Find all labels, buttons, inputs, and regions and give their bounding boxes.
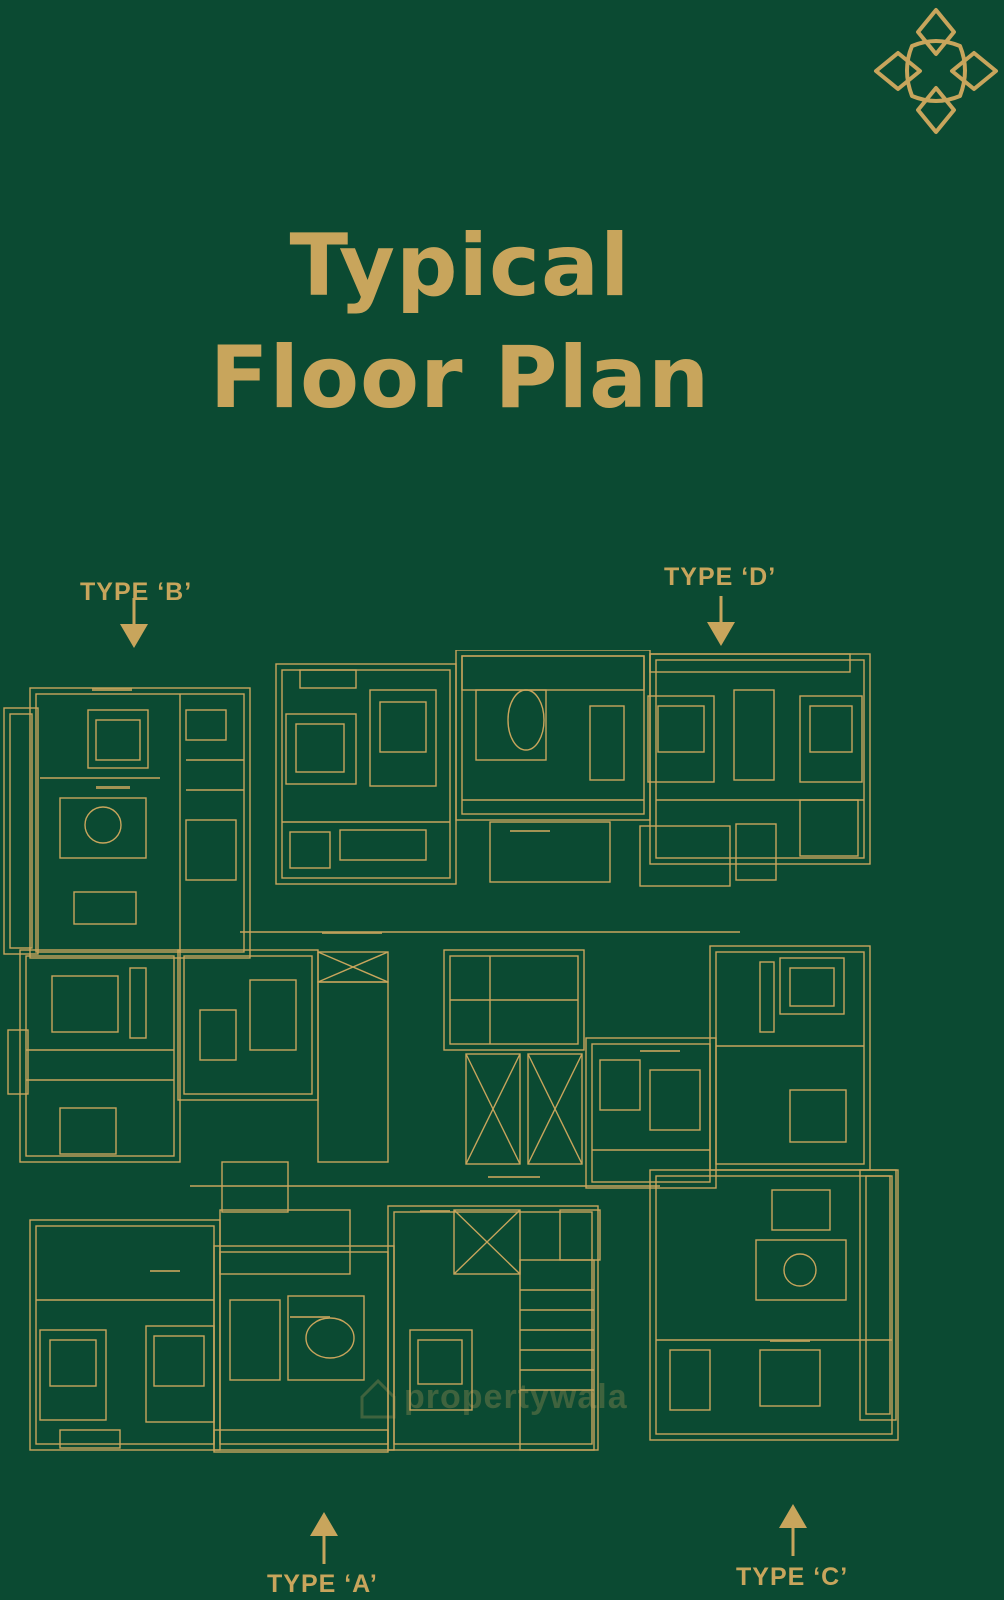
type-d-arrow-icon xyxy=(707,596,735,646)
unit-upper-middle-left xyxy=(275,663,457,885)
unit-type-d xyxy=(639,653,871,887)
watermark-text: propertywala xyxy=(404,1378,628,1416)
type-c-arrow-icon xyxy=(779,1504,807,1556)
type-a-label: TYPE ‘A’ xyxy=(267,1570,378,1598)
building-core xyxy=(190,931,740,1187)
type-a-arrow-icon xyxy=(310,1512,338,1564)
unit-type-c xyxy=(649,945,899,1441)
floor-plan-drawing xyxy=(3,650,899,1453)
type-c-label: TYPE ‘C’ xyxy=(736,1563,849,1591)
type-b-arrow-icon xyxy=(120,598,148,648)
unit-type-a xyxy=(29,1161,601,1453)
unit-type-b-lower xyxy=(7,949,319,1163)
type-d-label: TYPE ‘D’ xyxy=(664,563,777,591)
title-line-2: Floor Plan xyxy=(209,328,711,428)
type-b-label: TYPE ‘B’ xyxy=(80,578,193,606)
unit-type-d-living xyxy=(455,650,651,883)
lotus-diamond-logo-icon xyxy=(874,8,998,134)
service-block-right xyxy=(585,1037,717,1189)
page-title: Typical Floor Plan xyxy=(0,210,920,434)
watermark-house-icon xyxy=(360,1378,396,1419)
unit-type-b xyxy=(3,687,251,959)
title-line-1: Typical xyxy=(289,216,631,316)
